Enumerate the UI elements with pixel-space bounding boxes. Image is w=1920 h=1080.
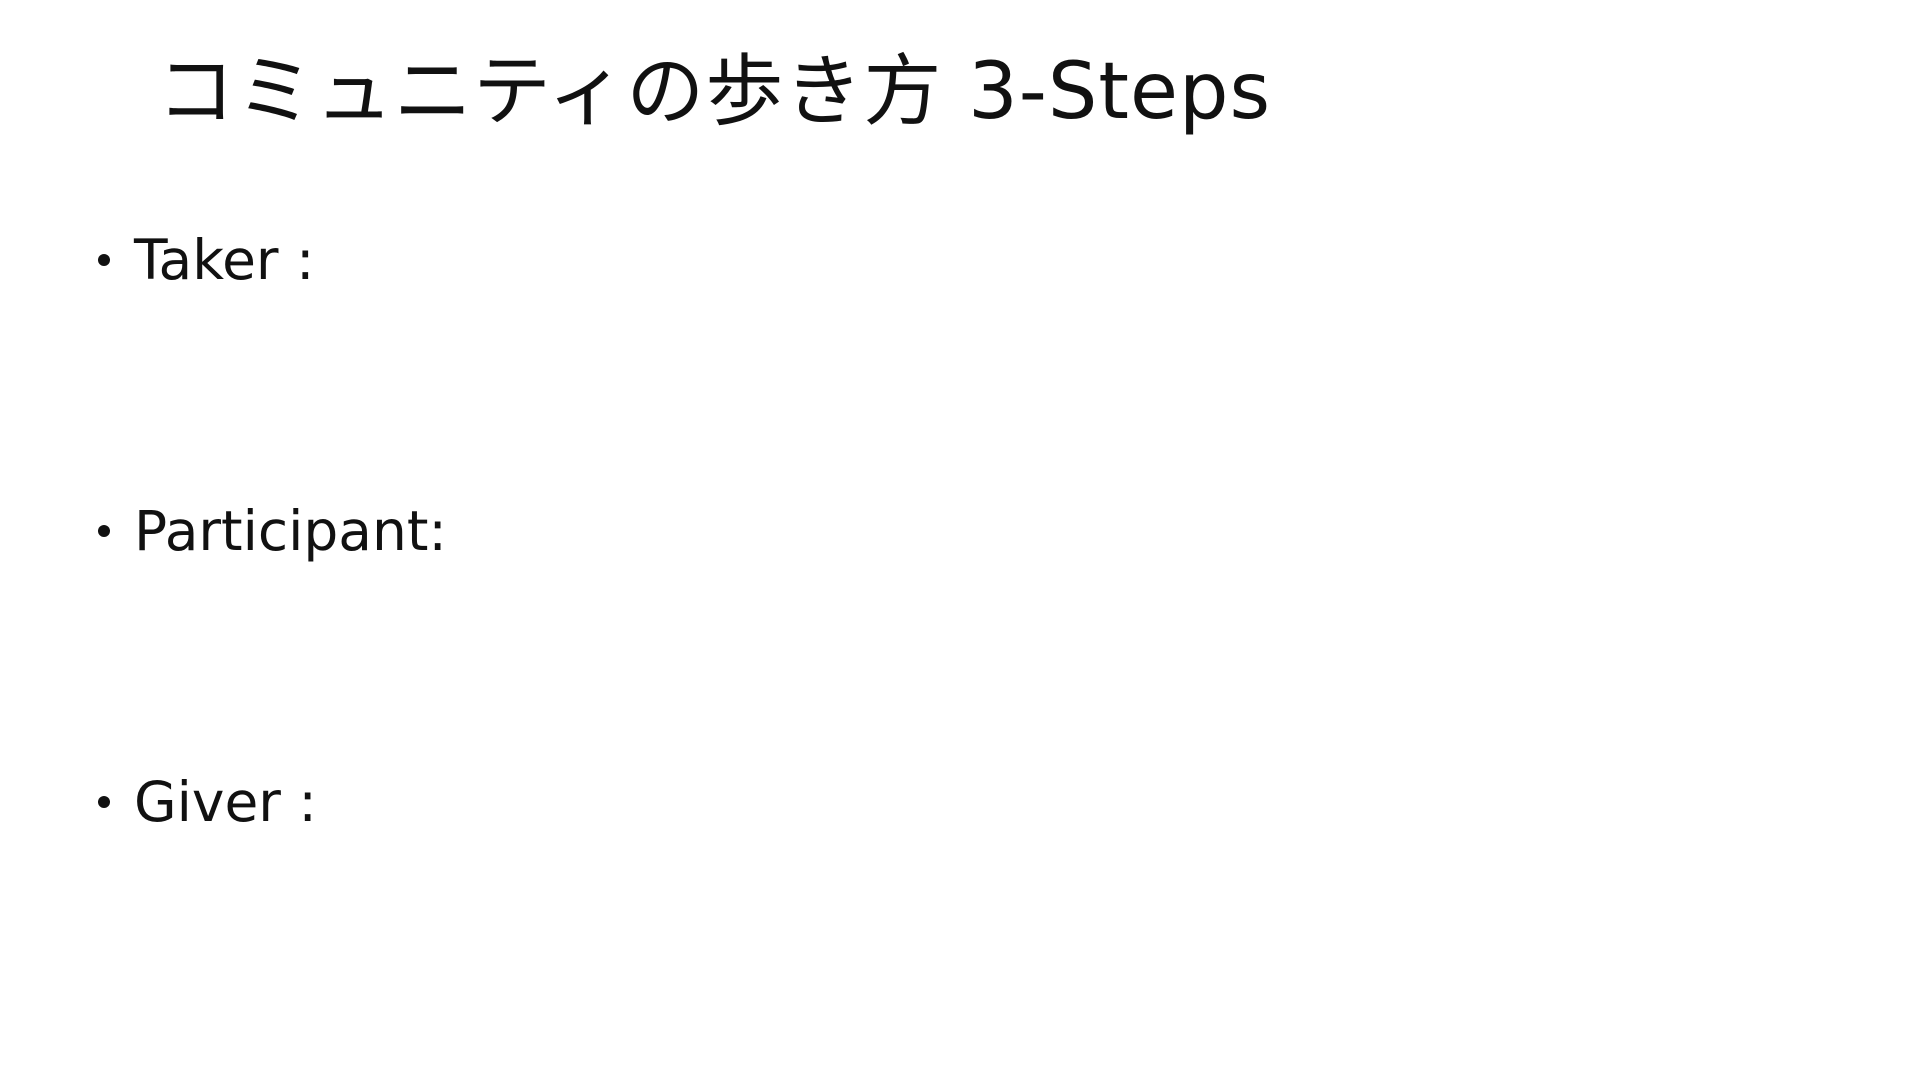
bullet-label: Taker : bbox=[134, 228, 315, 292]
bullet-label: Participant: bbox=[134, 499, 447, 563]
bullet-item-taker: Taker : bbox=[98, 222, 447, 298]
bullet-dot-icon bbox=[98, 254, 110, 266]
bullet-dot-icon bbox=[98, 796, 110, 808]
bullet-label: Giver : bbox=[134, 770, 317, 834]
bullet-dot-icon bbox=[98, 525, 110, 537]
bullet-item-giver: Giver : bbox=[98, 764, 447, 840]
bullet-list: Taker : Participant: Giver : bbox=[98, 222, 447, 1035]
slide-title: コミュニティの歩き方 3-Steps bbox=[157, 47, 1272, 137]
bullet-item-participant: Participant: bbox=[98, 493, 447, 569]
